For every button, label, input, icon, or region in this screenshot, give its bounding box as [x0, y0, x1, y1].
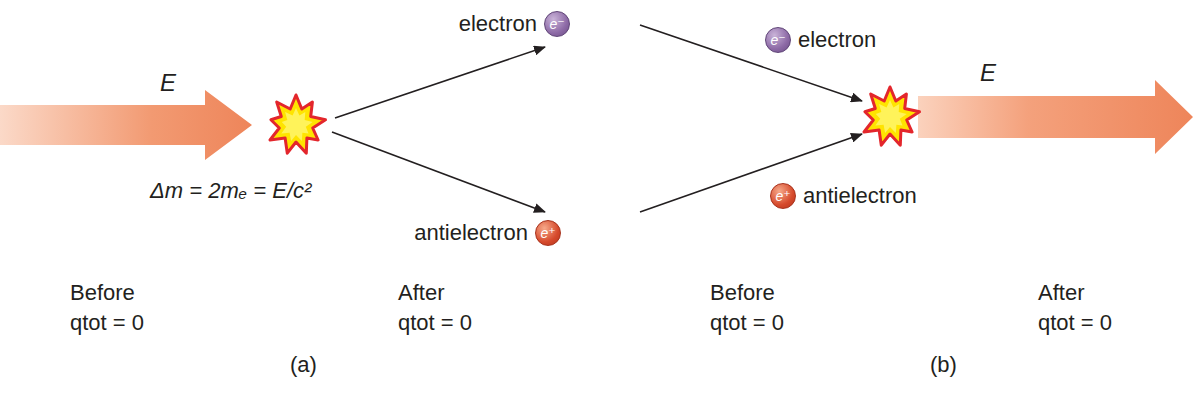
- particle-circle: e⁺: [770, 183, 796, 209]
- mass-energy-equation: Δm = 2mₑ = E/c²: [150, 178, 311, 204]
- stage-label: Before: [70, 280, 135, 306]
- stage-label: After: [398, 280, 444, 306]
- electron-node: electron e⁻: [765, 27, 876, 53]
- particle-name: antielectron: [414, 220, 528, 246]
- energy-symbol: E: [160, 70, 176, 96]
- particle-name: electron: [459, 11, 537, 37]
- antielectron-node: antielectron e⁺: [770, 183, 917, 209]
- charge-label: qtot = 0: [70, 310, 144, 336]
- particle-circle: e⁻: [544, 11, 570, 37]
- particle-circle: e⁺: [535, 220, 561, 246]
- particle-name: antielectron: [803, 183, 917, 209]
- trajectory-arrow: [332, 132, 545, 212]
- charge-label: qtot = 0: [1038, 310, 1112, 336]
- stage-label: After: [1038, 280, 1084, 306]
- energy-arrow: [0, 90, 252, 160]
- particle-circle: e⁻: [765, 27, 791, 53]
- electron-node: electron e⁻: [459, 11, 570, 37]
- stage-label: Before: [710, 280, 775, 306]
- starburst: [281, 108, 312, 141]
- energy-arrow: [918, 80, 1193, 154]
- particle-name: electron: [798, 27, 876, 53]
- charge-label: qtot = 0: [398, 310, 472, 336]
- starburst: [875, 100, 906, 133]
- energy-symbol: E: [980, 60, 996, 86]
- panel-label: (b): [930, 352, 957, 378]
- antielectron-node: antielectron e⁺: [414, 220, 561, 246]
- starburst: [270, 95, 326, 153]
- trajectory-arrow: [335, 47, 545, 118]
- charge-label: qtot = 0: [710, 310, 784, 336]
- panel-label: (a): [290, 352, 317, 378]
- starburst: [864, 87, 920, 145]
